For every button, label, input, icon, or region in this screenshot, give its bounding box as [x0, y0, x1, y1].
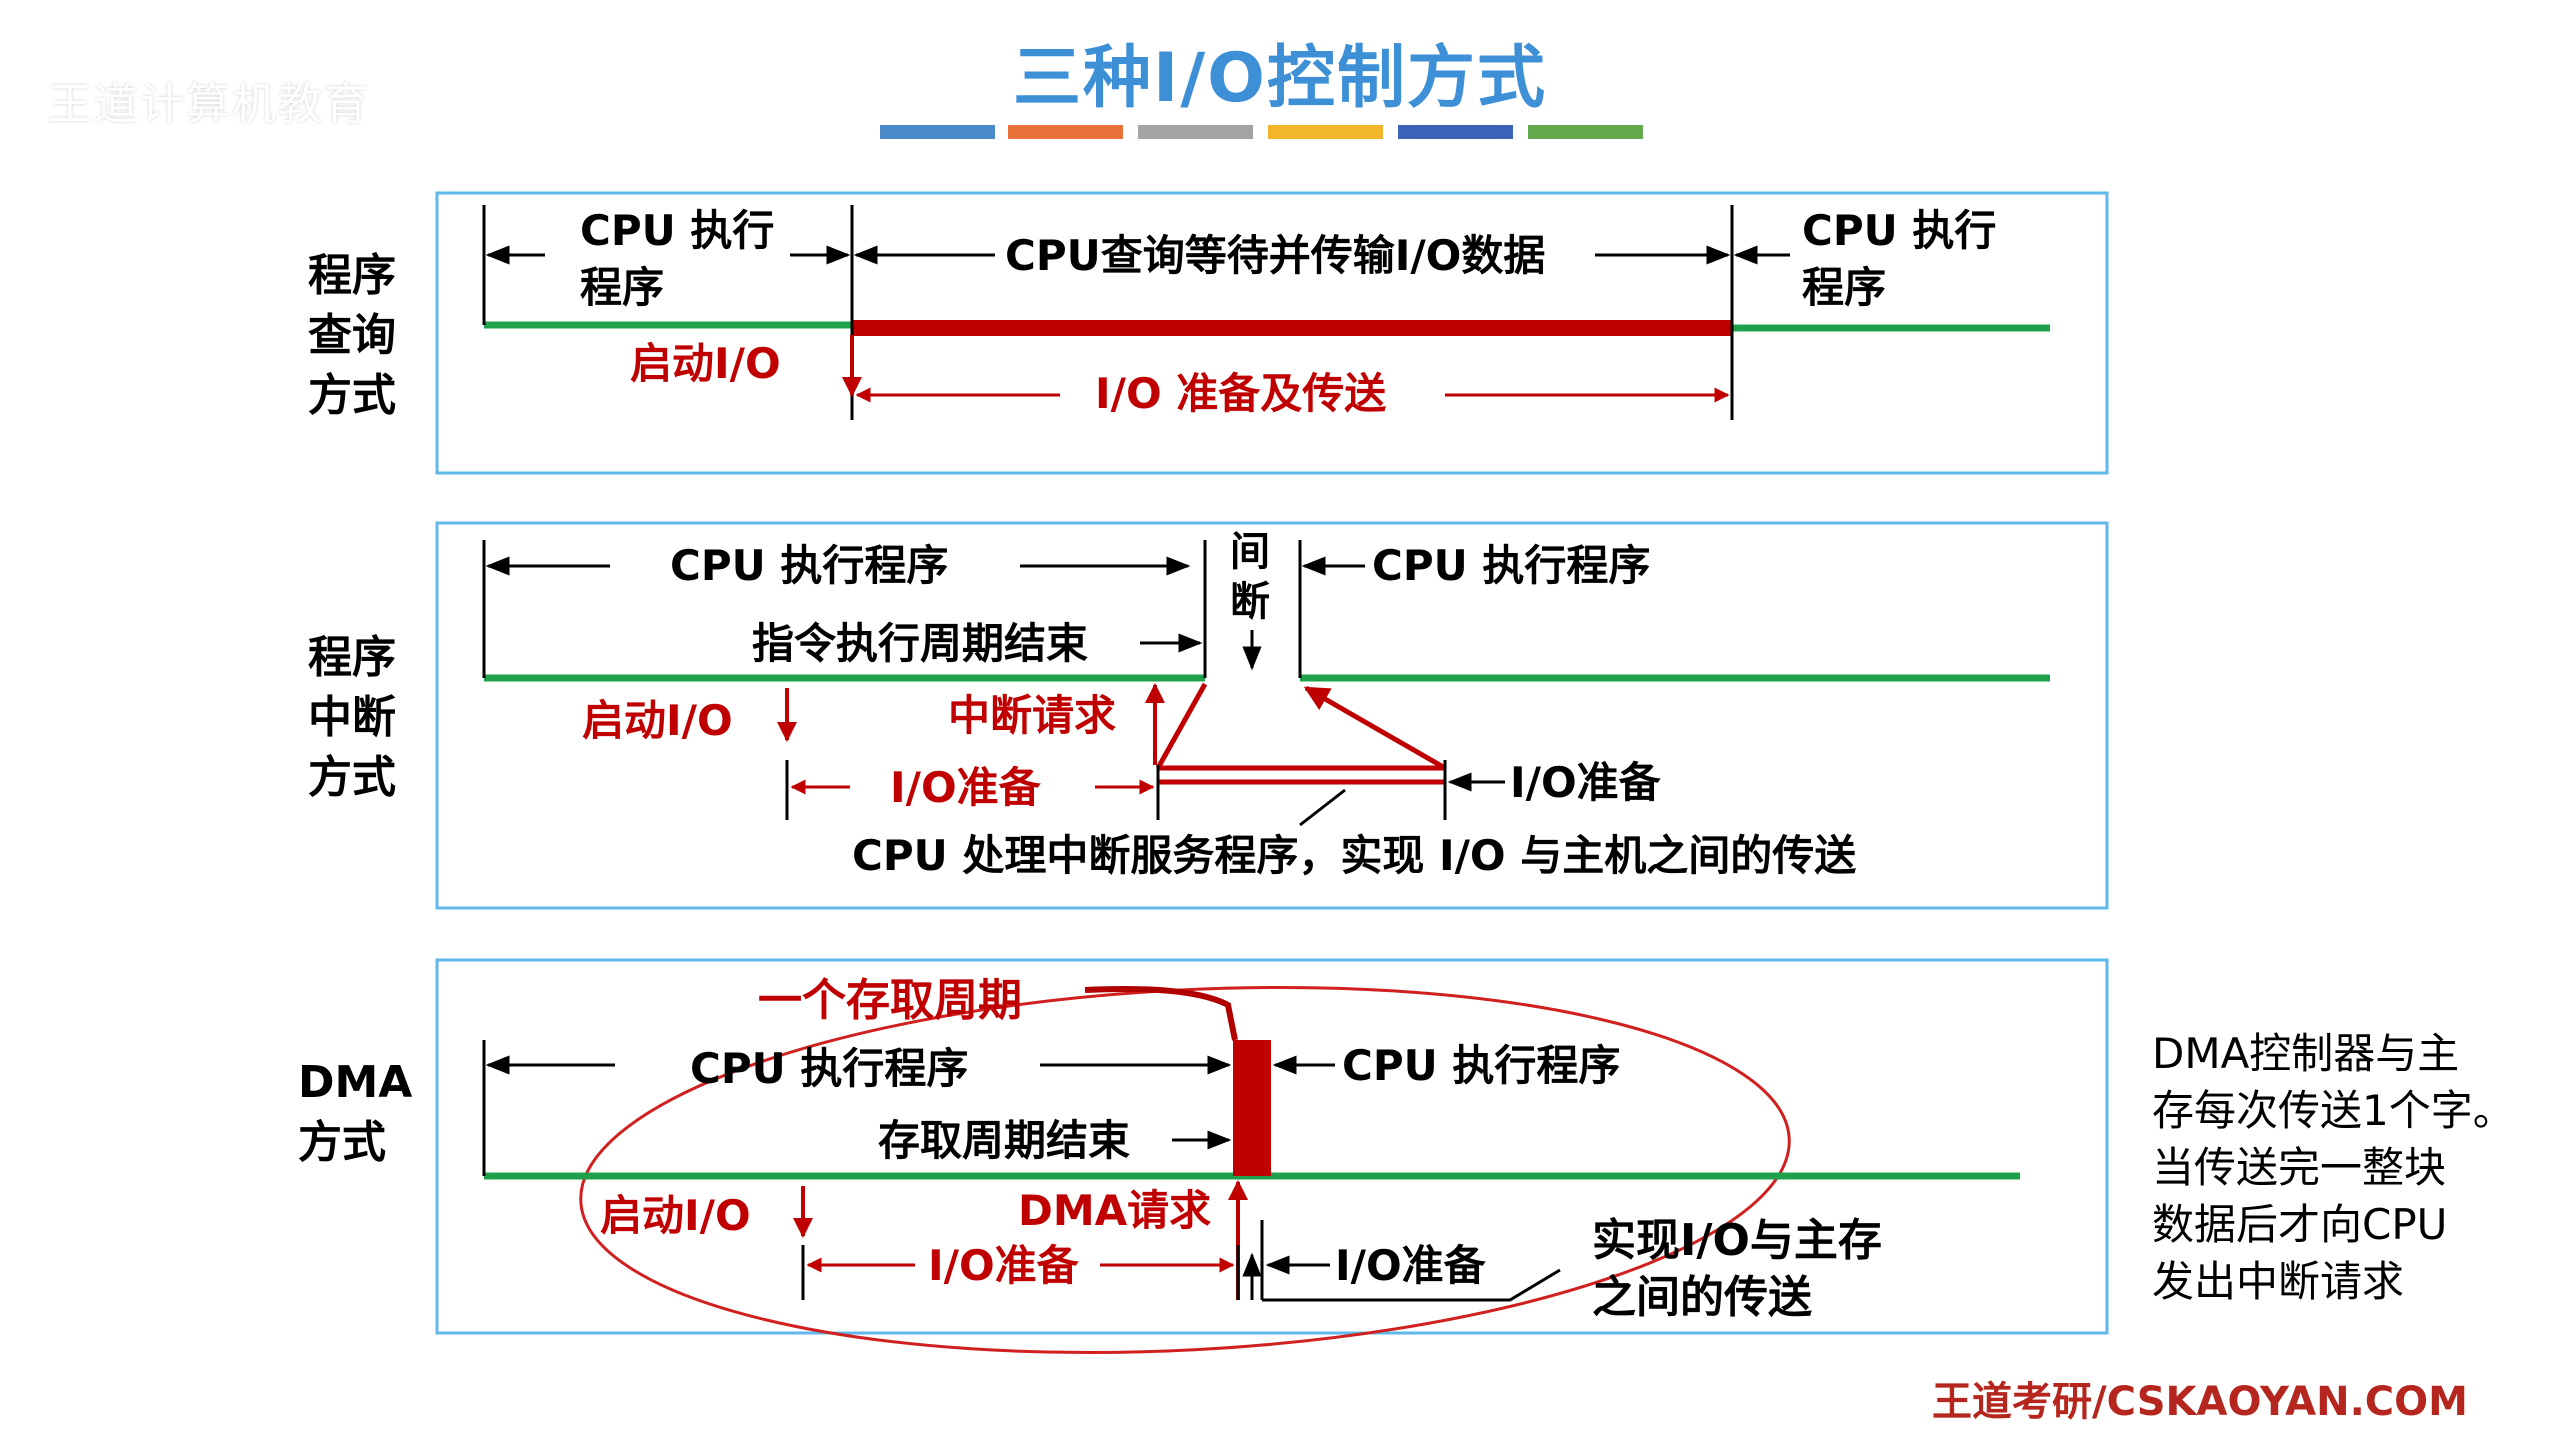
interrupt-cpu-exec-right: CPU 执行程序 [1372, 541, 1650, 590]
dma-name-2: 方式 [298, 1117, 386, 1168]
interrupt-section: 程序 中断 方式 CPU 执行程序 间 断 CPU 执行程序 指令执行周期结束 … [308, 521, 2109, 910]
interrupt-request: 中断请求 [948, 691, 1116, 740]
interrupt-io-prepare-right: I/O准备 [1510, 758, 1662, 807]
interrupt-cpu-exec-left: CPU 执行程序 [670, 541, 948, 590]
side-note-line-5: 发出中断请求 [2152, 1257, 2404, 1306]
dma-name-1: DMA [298, 1057, 412, 1108]
dma-transfer-note-1: 实现I/O与主存 [1592, 1215, 1882, 1266]
polling-cpu-exec-right-2: 程序 [1802, 263, 1886, 312]
dma-cpu-exec-left: CPU 执行程序 [690, 1044, 968, 1093]
dma-box [435, 958, 2109, 1335]
interrupt-gap-1: 间 [1230, 529, 1270, 575]
dma-request: DMA请求 [1018, 1186, 1211, 1235]
dma-io-prepare-right: I/O准备 [1335, 1241, 1487, 1290]
interrupt-box [435, 521, 2109, 910]
dma-section: DMA 方式 一个存取周期 CPU 执行程序 CPU 执行程序 存取周期结束 启… [298, 958, 2109, 1355]
page-title: 三种I/O控制方式 [1013, 39, 1547, 118]
polling-name-3: 方式 [308, 370, 396, 421]
side-note-line-2: 存每次传送1个字。 [2152, 1086, 2515, 1135]
dma-io-prepare: I/O准备 [928, 1241, 1080, 1290]
polling-cpu-exec-left-1: CPU 执行 [580, 206, 774, 255]
interrupt-name-2: 中断 [308, 692, 396, 743]
side-note-line-1: DMA控制器与主 [2152, 1029, 2459, 1078]
interrupt-io-prepare: I/O准备 [890, 763, 1042, 812]
dma-access-block [1233, 1040, 1271, 1176]
polling-start-io: 启动I/O [630, 339, 781, 388]
polling-io-prepare-transfer: I/O 准备及传送 [1095, 369, 1386, 418]
dma-transfer-note-2: 之间的传送 [1592, 1272, 1812, 1323]
polling-query-wait: CPU查询等待并传输I/O数据 [1005, 231, 1545, 280]
watermark: 王道计算机教育 [48, 79, 370, 130]
interrupt-isr-text: CPU 处理中断服务程序，实现 I/O 与主机之间的传送 [852, 831, 1856, 880]
dma-access-cycle: 一个存取周期 [758, 975, 1022, 1026]
polling-cpu-exec-right-1: CPU 执行 [1802, 206, 1996, 255]
footer-brand: 王道考研/CSKAOYAN.COM [1932, 1379, 2468, 1425]
interrupt-name-3: 方式 [308, 752, 396, 803]
interrupt-instr-cycle-end: 指令执行周期结束 [752, 619, 1088, 668]
dma-cpu-exec-right: CPU 执行程序 [1342, 1041, 1620, 1090]
polling-name-1: 程序 [308, 250, 396, 301]
polling-box [435, 191, 2109, 475]
dma-access-cycle-end: 存取周期结束 [878, 1116, 1130, 1165]
dma-start-io: 启动I/O [600, 1191, 751, 1240]
interrupt-gap-2: 断 [1230, 579, 1270, 625]
title-stripes [880, 125, 1643, 139]
side-note-line-3: 当传送完一整块 [2152, 1143, 2446, 1192]
polling-name-2: 查询 [308, 310, 396, 361]
polling-section: 程序 查询 方式 CPU 执行 程序 CPU查询等待并传输I/O数据 CPU 执… [308, 191, 2109, 475]
side-note: DMA控制器与主 存每次传送1个字。 当传送完一整块 数据后才向CPU 发出中断… [2152, 1029, 2515, 1306]
interrupt-start-io: 启动I/O [582, 696, 733, 745]
polling-cpu-exec-left-2: 程序 [580, 263, 664, 312]
interrupt-name-1: 程序 [308, 632, 396, 683]
side-note-line-4: 数据后才向CPU [2152, 1200, 2447, 1249]
